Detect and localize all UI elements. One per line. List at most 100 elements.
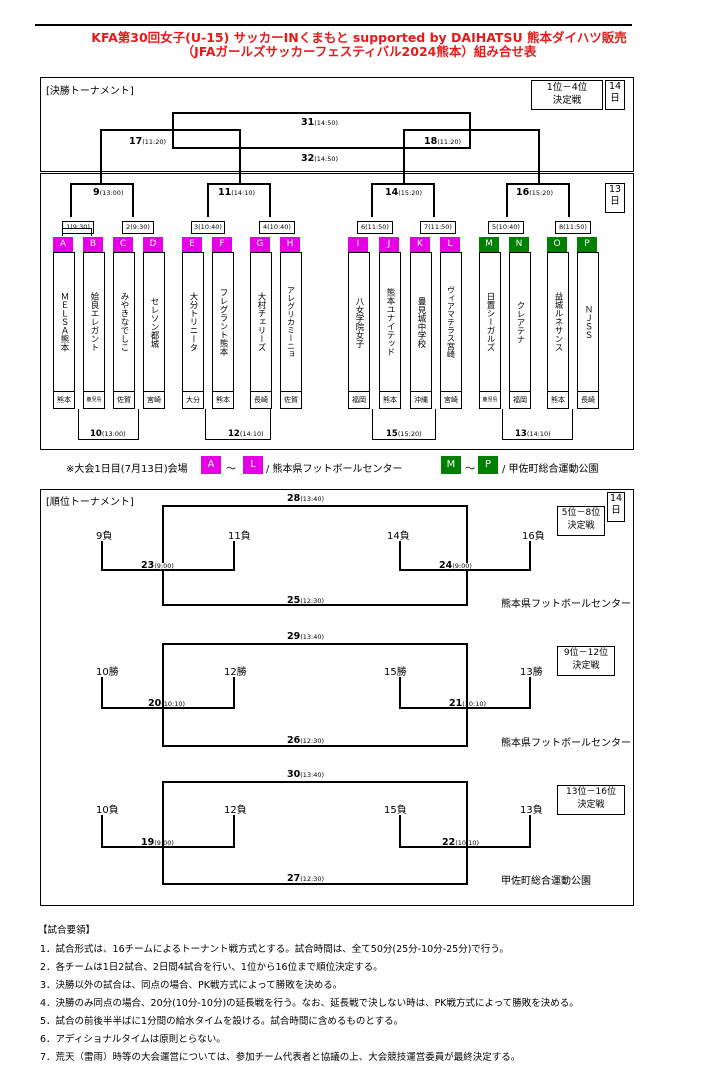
g1-venue: 熊本県フットボールセンター: [501, 599, 631, 610]
team-letter-k: K: [410, 237, 430, 252]
team-name-f: フレグラント熊本: [212, 252, 234, 392]
g3-venue: 甲佐町総合運動公園: [501, 876, 591, 887]
match-32: 32(14:50): [301, 153, 339, 164]
g1-entry-3: 14負: [387, 531, 410, 542]
match-4: 4(10:40): [259, 221, 295, 234]
team-name-p: ＮＪＳＳ: [577, 252, 599, 392]
match-18: 18(11:20): [424, 136, 462, 147]
team-pref-h: 佐賀: [280, 391, 302, 409]
venue-chip-m: M: [441, 456, 461, 474]
g3-entry-3: 15負: [384, 805, 407, 816]
rule-item-1: 1．試合形式は、16チームによるトーナント戦方式とする。試合時間は、全て50分(…: [40, 944, 509, 955]
match-28: 28(13:40): [287, 493, 325, 504]
team-letter-h: H: [280, 237, 300, 252]
g1-entry-2: 11負: [228, 531, 251, 542]
match-15: 15(15:20): [386, 429, 422, 439]
team-letter-b: B: [83, 237, 103, 252]
venue-tilde-2: ～: [465, 464, 475, 475]
team-name-e: 大分トリニータ: [182, 252, 204, 392]
final-day13-box: 13 日: [605, 183, 625, 213]
team-pref-j: 熊本: [379, 391, 401, 409]
match-16: 16(15:20): [516, 187, 554, 198]
rule-item-6: 6．アディショナルタイムは原則とらない。: [40, 1034, 226, 1045]
final-day14-box: 14 日: [605, 80, 625, 110]
venue-tilde-1: ～: [226, 464, 236, 475]
team-pref-b: 鹿児島: [83, 391, 105, 409]
rank-box-5-8: 5位－8位 決定戦: [557, 506, 605, 536]
match-21: 21(10:10): [449, 698, 487, 709]
rule-item-2: 2．各チームは1日2試合、2日間4試合を行い、1位から16位まで順位決定する。: [40, 962, 383, 973]
match-9: 9(13:00): [93, 187, 124, 198]
venue-name-1: / 熊本県フットボールセンター: [266, 464, 403, 475]
g2-entry-3: 15勝: [384, 667, 407, 678]
match-23: 23(9:00): [141, 560, 174, 571]
match-2: 2(9:30): [122, 221, 154, 234]
team-letter-j: J: [379, 237, 399, 252]
match-30: 30(13:40): [287, 769, 325, 780]
team-name-b: 姶良エレガント: [83, 252, 105, 392]
g1-entry-4: 16負: [522, 531, 545, 542]
team-pref-p: 長崎: [577, 391, 599, 409]
rule-item-5: 5．試合の前後半半ばに1分間の給水タイムを設ける。試合時間に含めるものとする。: [40, 1016, 404, 1027]
match-1: 1(9:30): [62, 221, 94, 234]
team-pref-o: 熊本: [547, 391, 569, 409]
team-letter-d: D: [143, 237, 163, 252]
team-pref-d: 宮崎: [143, 391, 165, 409]
match-6: 6(11:50): [357, 221, 393, 234]
team-letter-g: G: [250, 237, 270, 252]
team-name-a: ＭＥＬＳＡ熊本: [53, 252, 75, 392]
match-10: 10(13:00): [90, 429, 126, 439]
final-day13-panel: [40, 173, 634, 450]
venue-name-2: / 甲佐町総合運動公園: [502, 464, 599, 475]
g3-entry-4: 13負: [520, 805, 543, 816]
team-name-l: ヴィアマテラス宮崎: [440, 252, 462, 392]
team-letter-i: I: [348, 237, 368, 252]
team-name-m: 日置シーガルズ: [479, 252, 501, 392]
team-name-d: セレソン都城: [143, 252, 165, 392]
team-letter-o: O: [547, 237, 567, 252]
team-name-k: 豊見城中学校: [410, 252, 432, 392]
team-pref-k: 沖縄: [410, 391, 432, 409]
match-20: 20(10:10): [148, 698, 186, 709]
g2-entry-2: 12勝: [224, 667, 247, 678]
title-underline: [35, 24, 632, 26]
final-tournament-label: [決勝トーナメント]: [46, 86, 134, 97]
match-11: 11(14:10): [218, 187, 256, 198]
g3-entry-2: 12負: [224, 805, 247, 816]
rule-item-3: 3．決勝以外の試合は、同点の場合、PK戦方式によって勝敗を決める。: [40, 980, 343, 991]
venue-chip-a: A: [201, 456, 221, 474]
team-pref-m: 鹿児島: [479, 391, 501, 409]
team-pref-l: 宮崎: [440, 391, 462, 409]
match-13: 13(14:10): [515, 429, 551, 439]
team-name-o: 益城ルネサンス: [547, 252, 569, 392]
rules-heading: 【試合要領】: [38, 925, 96, 936]
team-pref-i: 福岡: [348, 391, 370, 409]
match-31: 31(14:50): [301, 117, 339, 128]
match-29: 29(13:40): [287, 631, 325, 642]
venue-chip-p: P: [478, 456, 498, 474]
title-line-2: （JFAガールズサッカーフェスティバル2024熊本）組み合せ表: [181, 44, 537, 59]
team-letter-a: A: [53, 237, 73, 252]
match-17: 17(11:20): [129, 136, 167, 147]
match-25: 25(12:30): [287, 595, 325, 606]
match-7: 7(11:50): [420, 221, 456, 234]
g2-entry-1: 10勝: [96, 667, 119, 678]
match-26: 26(12:30): [287, 735, 325, 746]
match-8: 8(11:50): [555, 221, 591, 234]
team-letter-l: L: [440, 237, 460, 252]
rank-box-13-16: 13位－16位 決定戦: [557, 785, 625, 815]
match-24: 24(9:00): [439, 560, 472, 571]
venue-chip-l: L: [243, 456, 263, 474]
ranking-panel: [40, 489, 634, 906]
team-pref-g: 長崎: [250, 391, 272, 409]
match-19: 19(9:00): [141, 837, 174, 848]
team-name-c: みやきなでしこ: [113, 252, 135, 392]
team-pref-n: 福岡: [509, 391, 531, 409]
team-letter-f: F: [212, 237, 232, 252]
title-line-1: KFA第30回女子(U-15) サッカーINくまもと supported by …: [91, 30, 627, 45]
match-3: 3(10:40): [191, 221, 225, 234]
team-letter-m: M: [479, 237, 499, 252]
team-pref-e: 大分: [182, 391, 204, 409]
team-pref-f: 熊本: [212, 391, 234, 409]
rule-item-4: 4．決勝のみ同点の場合、20分(10分‐10分)の延長戦を行う。なお、延長戦で決…: [40, 998, 579, 1009]
